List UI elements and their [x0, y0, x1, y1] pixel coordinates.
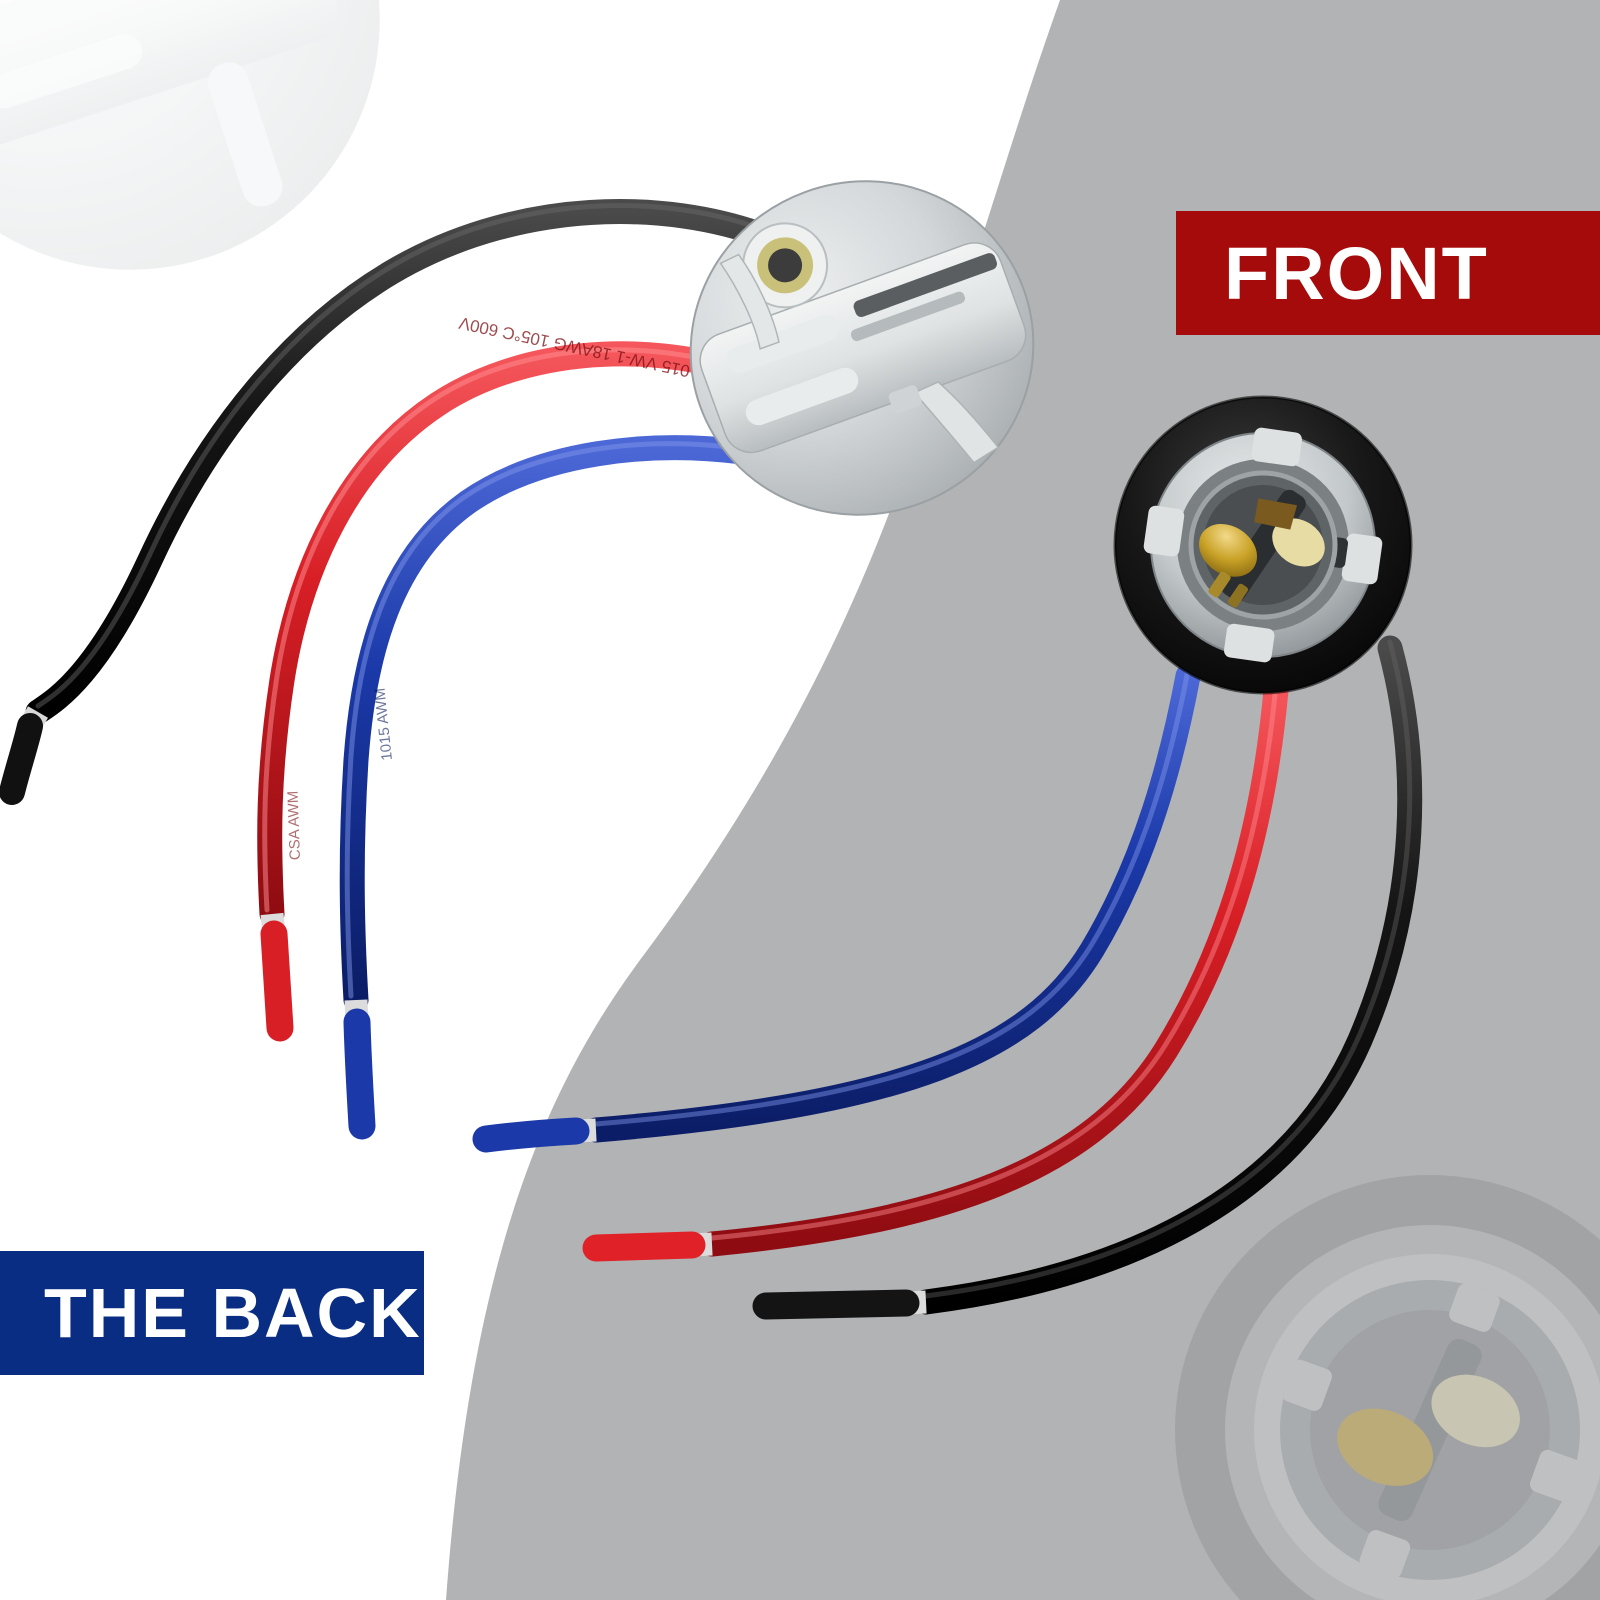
front-label-banner: FRONT: [1176, 211, 1600, 335]
front-label-text: FRONT: [1224, 231, 1489, 315]
back-label-banner: THE BACK: [0, 1251, 424, 1375]
back-wire-black: [0, 199, 783, 805]
back-socket-body: [689, 180, 1035, 516]
svg-text:CSA AWM: CSA AWM: [285, 790, 304, 860]
back-wire-blue: 1015 AWM: [339, 435, 755, 1140]
front-socket-head: [1113, 395, 1413, 695]
front-wire-black: [752, 635, 1423, 1320]
front-wire-red: [582, 677, 1289, 1262]
front-wire-blue: [472, 663, 1201, 1153]
back-label-text: THE BACK: [44, 1274, 422, 1352]
